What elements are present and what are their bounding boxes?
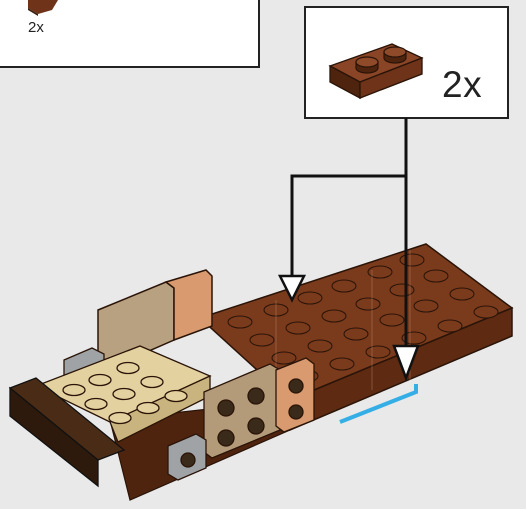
dark-tan-brick (204, 364, 280, 458)
nougat-brick (276, 358, 314, 432)
arrow-left (292, 118, 406, 276)
